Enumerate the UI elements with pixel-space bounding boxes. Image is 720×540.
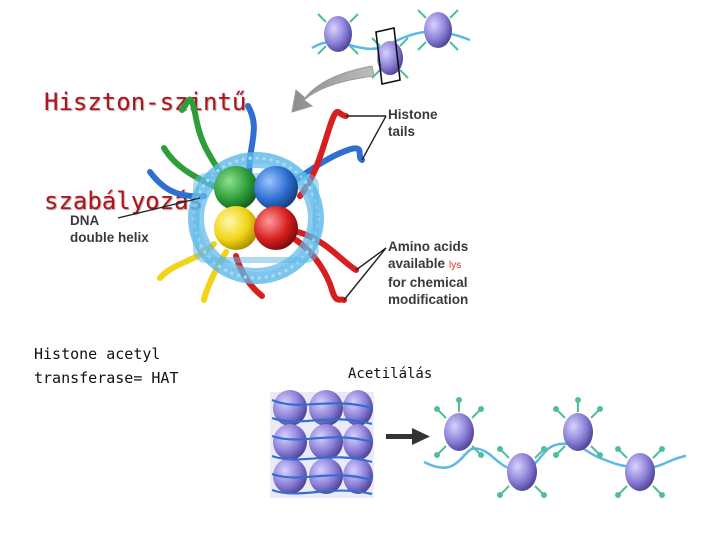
dna-double-helix-label: DNA double helix xyxy=(70,213,149,245)
lys-label: lys xyxy=(449,260,462,271)
right-arrow-icon xyxy=(386,428,430,445)
curved-arrow-icon xyxy=(291,65,375,113)
histone-core xyxy=(214,166,298,250)
histone-tails-label: Histone tails xyxy=(388,107,438,139)
dna-double-helix xyxy=(188,152,324,284)
title-line-1: Hiszton-szintű xyxy=(44,88,247,116)
mini-chromatin-fiber xyxy=(311,9,471,85)
hat-label: Histone acetyl transferase= HAT xyxy=(34,345,179,387)
acetylated-nucleosome-2 xyxy=(497,446,547,498)
histone-green xyxy=(214,166,258,210)
acetylated-nucleosome-1 xyxy=(434,397,484,458)
histone-red xyxy=(254,206,298,250)
condensed-chromatin xyxy=(270,390,374,498)
mini-nucleosome-1 xyxy=(317,13,359,55)
acetylated-nucleosome-3 xyxy=(553,397,603,458)
histone-blue xyxy=(254,166,298,210)
mini-nucleosome-3 xyxy=(417,9,459,51)
leader-lines xyxy=(117,115,387,301)
histone-yellow xyxy=(214,206,258,250)
cross-section-plane xyxy=(375,27,401,85)
open-chromatin xyxy=(423,397,687,498)
acetylated-nucleosome-4 xyxy=(615,446,665,498)
acetylation-label: Acetilálás xyxy=(348,366,433,382)
